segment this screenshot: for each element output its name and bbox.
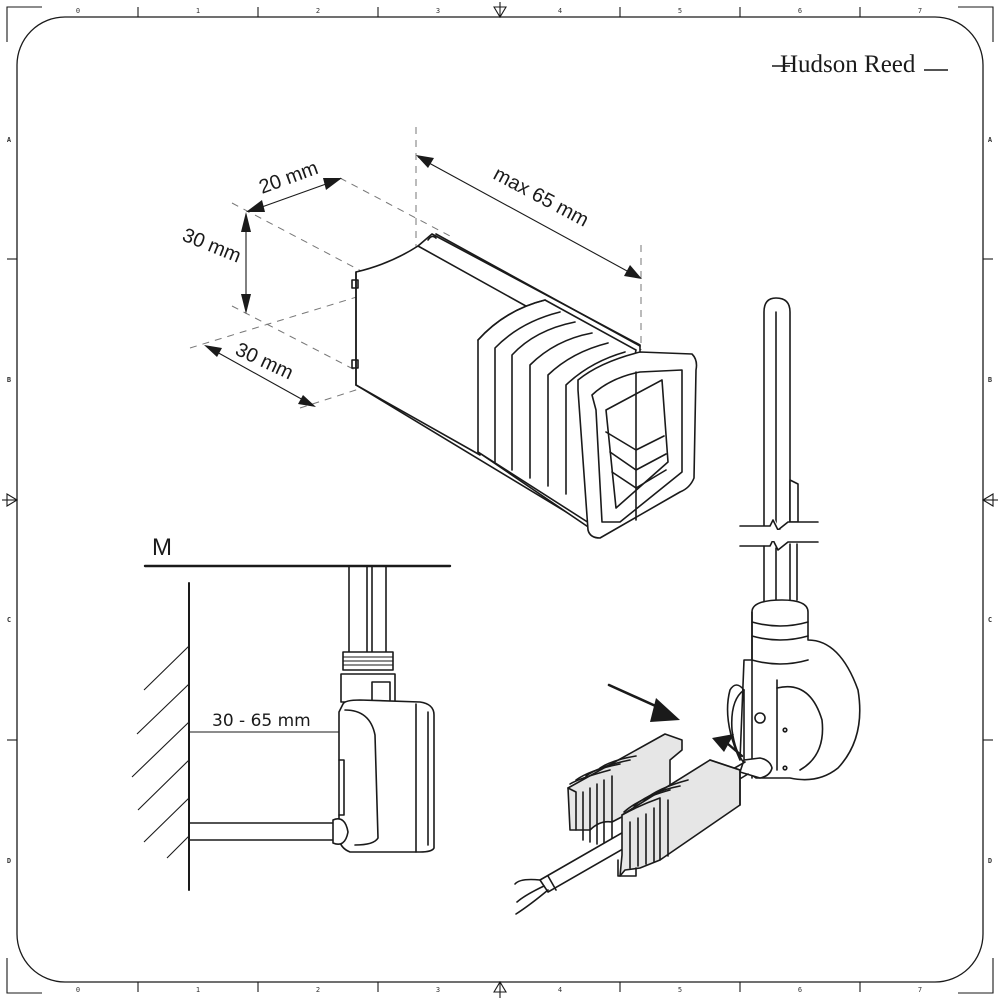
col-label-bottom: 5 bbox=[678, 986, 682, 994]
sleeve-dimension-view: 20 mm 30 mm 30 mm max 65 mm bbox=[179, 127, 698, 539]
col-label-top: 5 bbox=[678, 7, 682, 15]
bottom-ruler bbox=[137, 980, 861, 998]
break-line-top bbox=[739, 519, 819, 531]
col-label-bottom: 0 bbox=[76, 986, 80, 994]
col-label-bottom: 1 bbox=[196, 986, 200, 994]
arrowhead-icon bbox=[241, 294, 251, 314]
cable-sleeve-drawing bbox=[351, 233, 698, 539]
arrowhead-icon bbox=[712, 734, 734, 752]
wall-distance-label: 30 - 65 mm bbox=[212, 711, 311, 731]
arrowhead-icon bbox=[624, 265, 642, 279]
row-label-right: A bbox=[988, 136, 993, 144]
arrowhead-icon bbox=[246, 200, 265, 212]
heating-rod bbox=[763, 297, 791, 531]
installation-side-view: M 30 - 65 mm bbox=[131, 534, 452, 891]
break-line-bottom bbox=[739, 539, 819, 551]
brand-name: Hudson Reed bbox=[780, 51, 916, 78]
col-label-bottom: 7 bbox=[918, 986, 922, 994]
brand-logo: Hudson Reed bbox=[772, 51, 948, 78]
wall-hatching bbox=[131, 645, 190, 859]
left-ruler bbox=[2, 258, 19, 741]
row-label-right: D bbox=[988, 857, 992, 865]
element-assembly-view bbox=[514, 297, 861, 915]
arrowhead-icon bbox=[323, 178, 342, 190]
cable-clip-lower bbox=[617, 759, 741, 877]
arrowhead-icon bbox=[416, 155, 434, 168]
col-label-bottom: 3 bbox=[436, 986, 440, 994]
dim-width-label: 20 mm bbox=[256, 157, 321, 199]
row-label-left: C bbox=[7, 616, 11, 624]
row-label-left: B bbox=[7, 376, 11, 384]
col-label-bottom: 2 bbox=[316, 986, 320, 994]
col-label-top: 2 bbox=[316, 7, 320, 15]
row-label-right: C bbox=[988, 616, 992, 624]
col-label-bottom: 6 bbox=[798, 986, 802, 994]
col-label-top: 0 bbox=[76, 7, 80, 15]
cable-clip-upper bbox=[567, 733, 683, 847]
row-label-left: D bbox=[7, 857, 11, 865]
thermostat-head bbox=[726, 599, 861, 781]
crop-mark-top-left bbox=[6, 6, 42, 42]
heating-element-housing bbox=[338, 699, 435, 853]
mounting-marker-label: M bbox=[152, 534, 172, 561]
crop-mark-bottom-right bbox=[958, 958, 994, 994]
crop-mark-top-right bbox=[958, 6, 994, 42]
dim-max-length-label: max 65 mm bbox=[490, 163, 593, 231]
col-label-top: 6 bbox=[798, 7, 802, 15]
row-label-right: B bbox=[988, 376, 992, 384]
col-label-top: 3 bbox=[436, 7, 440, 15]
col-label-bottom: 4 bbox=[558, 986, 562, 994]
arrowhead-icon bbox=[204, 345, 222, 357]
arrowhead-icon bbox=[298, 395, 316, 407]
crop-mark-bottom-left bbox=[6, 958, 42, 994]
right-ruler bbox=[981, 258, 998, 741]
top-ruler bbox=[137, 2, 861, 19]
arrowhead-icon bbox=[650, 698, 680, 722]
dim-depth-label: 30 mm bbox=[232, 339, 297, 385]
col-label-top: 1 bbox=[196, 7, 200, 15]
screw-hole bbox=[754, 712, 766, 724]
arrowhead-icon bbox=[241, 212, 251, 232]
insert-direction-arrow bbox=[607, 683, 662, 710]
col-label-top: 4 bbox=[558, 7, 562, 15]
col-label-top: 7 bbox=[918, 7, 922, 15]
frame-border bbox=[16, 16, 984, 983]
row-label-left: A bbox=[7, 136, 12, 144]
dim-height-label: 30 mm bbox=[179, 224, 244, 267]
